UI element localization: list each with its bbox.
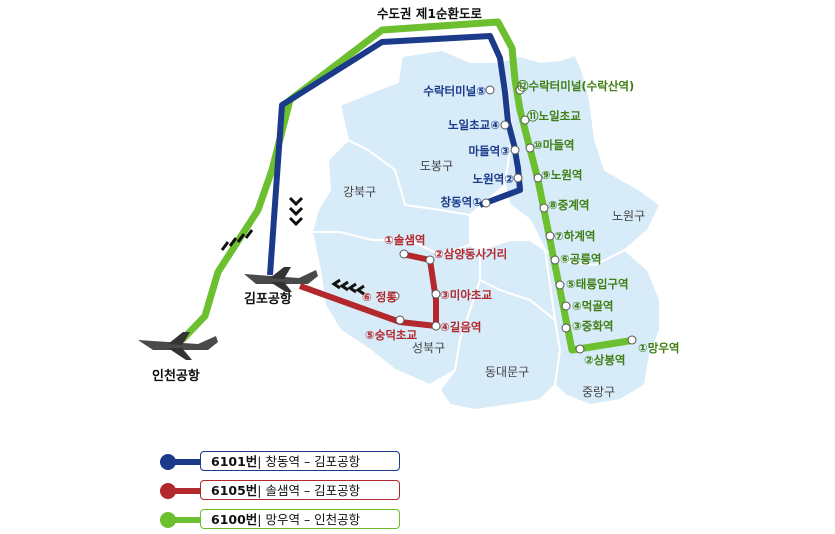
legend-number: 6105번 (211, 483, 258, 498)
stop-marker (425, 255, 435, 265)
stop-label-6100: ③중화역 (572, 319, 613, 333)
legend-row-6101: 6101번| 창동역 – 김포공항 (160, 451, 402, 473)
stop-marker (481, 198, 491, 208)
stop-markers (390, 85, 637, 354)
stop-label-6105: ⑤숭덕초교 (365, 328, 417, 342)
district-label: 중랑구 (582, 385, 615, 399)
stop-label-6100: ⑨노원역 (541, 168, 582, 182)
district-label: 노원구 (612, 209, 645, 223)
stop-label-6100: ⑤태릉입구역 (566, 277, 629, 291)
stop-marker (561, 301, 571, 311)
stop-label-6105: ⑥ 정릉 (362, 290, 397, 304)
stop-marker (555, 280, 565, 290)
ring-road-label: 수도권 제1순환도로 (377, 6, 483, 21)
stop-label-6100: ⑦하계역 (554, 229, 595, 243)
stop-marker (399, 249, 409, 259)
legend-route: | 창동역 – 김포공항 (257, 454, 361, 469)
stop-label-6105: ④길음역 (440, 320, 481, 334)
district-label: 성북구 (412, 341, 445, 355)
stop-label-6105: ②삼양동사거리 (434, 247, 507, 261)
legend-box-6105: 6105번| 솔샘역 – 김포공항 (200, 480, 400, 500)
stop-label-6100: ⑧중계역 (548, 198, 589, 212)
district-label: 강북구 (343, 185, 376, 199)
legend-bar-6100 (160, 517, 216, 523)
chevron-icon (220, 229, 254, 251)
legend-dot-6101 (160, 454, 176, 470)
stop-marker (539, 203, 549, 213)
district-label: 도봉구 (420, 159, 453, 173)
stop-marker (627, 335, 637, 345)
stop-marker (525, 143, 535, 153)
stop-marker (515, 85, 525, 95)
stop-marker (390, 291, 400, 301)
legend-number: 6101번 (211, 454, 258, 469)
stop-label-6105: ①솔샘역 (384, 233, 425, 247)
stop-label-6100: ⑪노일초교 (527, 109, 581, 123)
chevron-icon (331, 278, 365, 296)
district-regions (310, 48, 662, 412)
legend-route: | 망우역 – 인천공항 (257, 512, 361, 527)
region-jungnang (543, 248, 661, 407)
legend-route: | 솔샘역 – 김포공항 (257, 483, 361, 498)
district-label: 동대문구 (485, 365, 529, 379)
stop-label-6101: 수락터미널⑤ (423, 84, 486, 98)
chevron-icon (288, 196, 304, 227)
stop-marker (513, 173, 523, 183)
stop-marker (561, 323, 571, 333)
legend-box-6101: 6101번| 창동역 – 김포공항 (200, 451, 400, 471)
stop-label-6101: 창동역① (441, 195, 482, 209)
legend-dot-6100 (160, 512, 176, 528)
stop-label-6105: ③미아초교 (440, 288, 492, 302)
stop-marker (485, 85, 495, 95)
incheon-airport-label: 인천공항 (152, 368, 200, 384)
stop-label-6101: 노일초교④ (448, 118, 500, 132)
stop-label-6100: ⑫수락터미널(수락산역) (517, 79, 634, 93)
stop-marker (431, 321, 441, 331)
stop-label-6101: 노원역② (473, 172, 514, 186)
legend-row-6100: 6100번| 망우역 – 인천공항 (160, 509, 402, 531)
stop-marker (500, 120, 510, 130)
gimpo-airport-label: 김포공항 (244, 291, 292, 307)
stop-marker (533, 173, 543, 183)
stop-marker (545, 231, 555, 241)
stop-label-6100: ④먹골역 (572, 299, 613, 313)
stop-marker (520, 115, 530, 125)
airplane-icon-incheon (138, 332, 218, 360)
stop-marker (575, 344, 585, 354)
stop-label-6100: ⑩마들역 (533, 138, 574, 152)
direction-chevrons (220, 196, 365, 296)
stop-label-6100: ①망우역 (638, 341, 679, 355)
stop-marker (510, 145, 520, 155)
legend-dot-6105 (160, 483, 176, 499)
stop-marker (431, 289, 441, 299)
stop-label-6101: 마들역③ (469, 144, 510, 158)
region-extra (479, 239, 557, 323)
stop-marker (395, 315, 405, 325)
legend-bar-6101 (160, 459, 216, 465)
airplane-icon-gimpo (244, 267, 318, 292)
legend-bar-6105 (160, 488, 216, 494)
stop-marker (550, 255, 560, 265)
legend-row-6105: 6105번| 솔샘역 – 김포공항 (160, 480, 402, 502)
legend-number: 6100번 (211, 512, 258, 527)
stop-label-6100: ⑥공릉역 (560, 252, 601, 266)
legend-box-6100: 6100번| 망우역 – 인천공항 (200, 509, 400, 529)
route-line-6105 (298, 251, 439, 329)
stop-label-6100: ②상봉역 (584, 353, 625, 367)
